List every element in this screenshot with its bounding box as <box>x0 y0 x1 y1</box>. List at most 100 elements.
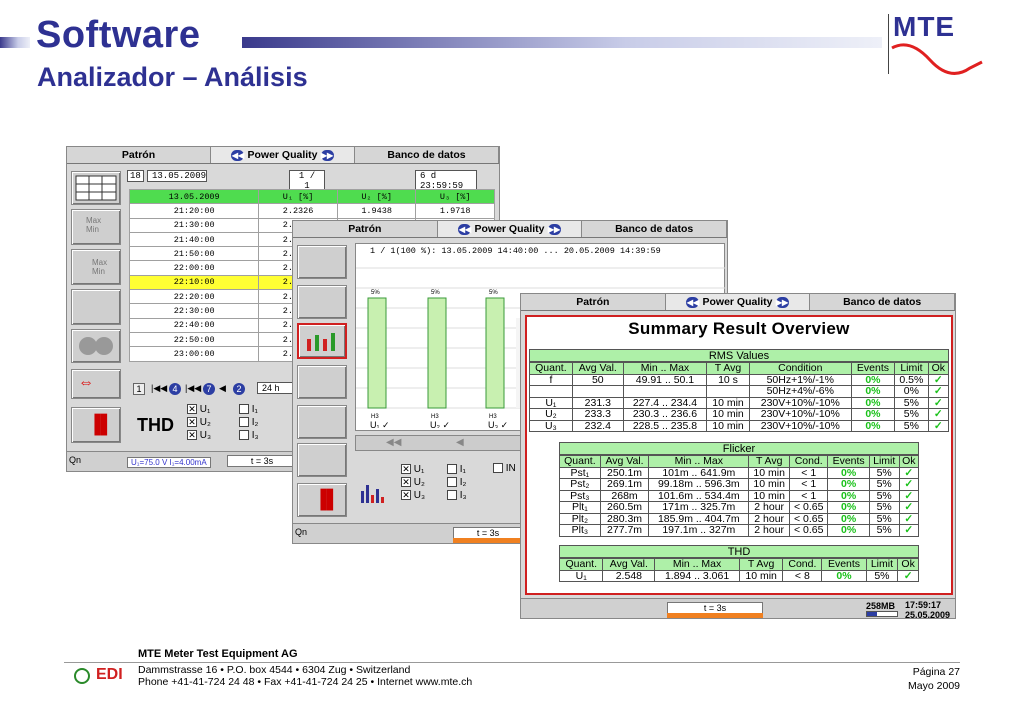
nav-num-1[interactable]: 1 <box>133 383 145 395</box>
table-cell: 21:30:00 <box>128 217 260 233</box>
table-cell: 230.3 .. 236.6 <box>622 408 708 421</box>
column-header[interactable]: U₁ [%] <box>258 188 338 205</box>
scroll-prev-icon[interactable]: ◀ <box>456 437 464 448</box>
column-header: Quant. <box>558 558 604 571</box>
nav-num-4[interactable]: 4 <box>169 383 181 395</box>
edi-logo: EDI <box>96 666 123 683</box>
check-u2[interactable]: ✕ U₂ <box>187 416 211 429</box>
tab-power-quality[interactable]: ◀◀Power Quality▶▶ <box>211 147 355 163</box>
next-arrow-icon[interactable]: ▶▶ <box>547 223 561 235</box>
table-cell: Pst₂ <box>559 478 601 491</box>
histogram-bar <box>427 297 447 409</box>
checkbox-checked-icon[interactable]: ✕ <box>401 490 411 501</box>
check-i2[interactable]: I₂ <box>239 416 259 429</box>
histogram-button-active[interactable] <box>297 323 347 359</box>
checkbox-icon[interactable] <box>447 477 457 488</box>
table-view-button[interactable] <box>71 171 121 205</box>
column-header: Avg Val. <box>602 558 656 571</box>
table-row[interactable]: 50Hz+4%/-6%0%0%✓ <box>529 385 950 398</box>
check-i3[interactable]: I₃ <box>447 489 467 502</box>
prev-arrow-icon[interactable]: ◀◀ <box>686 296 700 308</box>
tab-banco-datos[interactable]: Banco de datos <box>810 294 955 310</box>
tab-patron[interactable]: Patrón <box>293 221 438 237</box>
blank-tool-button[interactable] <box>71 289 121 325</box>
checkbox-icon[interactable] <box>447 490 457 501</box>
checkbox-icon[interactable] <box>239 417 249 428</box>
column-header: Min .. Max <box>648 455 750 468</box>
checkbox-checked-icon[interactable]: ✕ <box>187 417 197 428</box>
checkbox-checked-icon[interactable]: ✕ <box>187 430 197 441</box>
harmonics-button[interactable] <box>297 285 347 319</box>
checkbox-checked-icon[interactable]: ✕ <box>187 404 197 415</box>
tab-label: Patrón <box>576 296 610 308</box>
next-arrow-icon[interactable]: ▶▶ <box>775 296 789 308</box>
table-cell: 1.894 .. 3.061 <box>654 569 740 582</box>
prev-arrow-icon[interactable]: ◀◀ <box>458 223 472 235</box>
tab-banco-datos[interactable]: Banco de datos <box>355 147 499 163</box>
exit-button[interactable]: ▐▌ <box>71 407 121 443</box>
check-in[interactable]: IN <box>493 463 516 474</box>
table-cell: 268m <box>599 489 650 502</box>
prev-arrow-icon[interactable]: ◀◀ <box>231 149 245 161</box>
exit-button[interactable]: ▐▌ <box>297 483 347 517</box>
column-header: Events <box>827 455 870 468</box>
tab-patron[interactable]: Patrón <box>521 294 666 310</box>
column-header[interactable]: 13.05.2009 <box>128 188 260 205</box>
check-i3[interactable]: I₃ <box>239 429 259 442</box>
date-field[interactable]: 13.05.2009 <box>147 170 207 182</box>
nav-first-icon[interactable]: |◀◀ <box>151 383 168 393</box>
table-cell: 0% <box>850 408 896 421</box>
nav-num-2[interactable]: 2 <box>233 383 245 395</box>
nav-back-icon[interactable]: ◀ <box>219 383 226 393</box>
check-i2[interactable]: I₂ <box>447 476 467 489</box>
range-field[interactable]: 24 h <box>257 382 297 394</box>
slide-subtitle: Analizador – Análisis <box>37 62 308 92</box>
check-u2[interactable]: ✕ U₂ <box>401 476 425 489</box>
next-arrow-icon[interactable]: ▶▶ <box>320 149 334 161</box>
checkbox-icon[interactable] <box>239 404 249 415</box>
check-u3[interactable]: ✕ U₃ <box>401 489 425 502</box>
scroll-left-icon[interactable]: ◀◀ <box>386 437 402 448</box>
transfer-button[interactable]: ⇔ <box>71 369 121 399</box>
checkbox-icon[interactable] <box>447 464 457 475</box>
checkbox-checked-icon[interactable]: ✕ <box>401 477 411 488</box>
events-button[interactable] <box>297 443 347 477</box>
checkbox-checked-icon[interactable]: ✕ <box>401 464 411 475</box>
tab-power-quality[interactable]: ◀◀Power Quality▶▶ <box>437 221 583 237</box>
column-header[interactable]: U₂ [%] <box>336 188 417 205</box>
circles-button[interactable] <box>71 329 121 363</box>
checkbox-icon[interactable] <box>239 430 249 441</box>
waveform-button[interactable] <box>297 245 347 279</box>
tab-banco-datos[interactable]: Banco de datos <box>582 221 727 237</box>
table-cell: 5% <box>868 489 900 502</box>
checkbox-icon[interactable] <box>493 463 503 474</box>
nav-num-7[interactable]: 7 <box>203 383 215 395</box>
spectrum-button[interactable] <box>297 365 347 399</box>
calendar-icon[interactable]: 18 <box>127 170 144 182</box>
check-i1[interactable]: I₁ <box>447 463 467 476</box>
column-header[interactable]: U₃ [%] <box>415 188 495 205</box>
nav-prev-icon[interactable]: |◀◀ <box>185 383 202 393</box>
check-u1[interactable]: ✕ U₁ <box>187 403 211 416</box>
tab-patron[interactable]: Patrón <box>67 147 211 163</box>
check-i1[interactable]: I₁ <box>239 403 259 416</box>
check-u3[interactable]: ✕ U₃ <box>187 429 211 442</box>
check-u1[interactable]: ✕ U₁ <box>401 463 425 476</box>
tab-power-quality[interactable]: ◀◀Power Quality▶▶ <box>665 294 811 310</box>
flicker-button[interactable] <box>297 405 347 439</box>
